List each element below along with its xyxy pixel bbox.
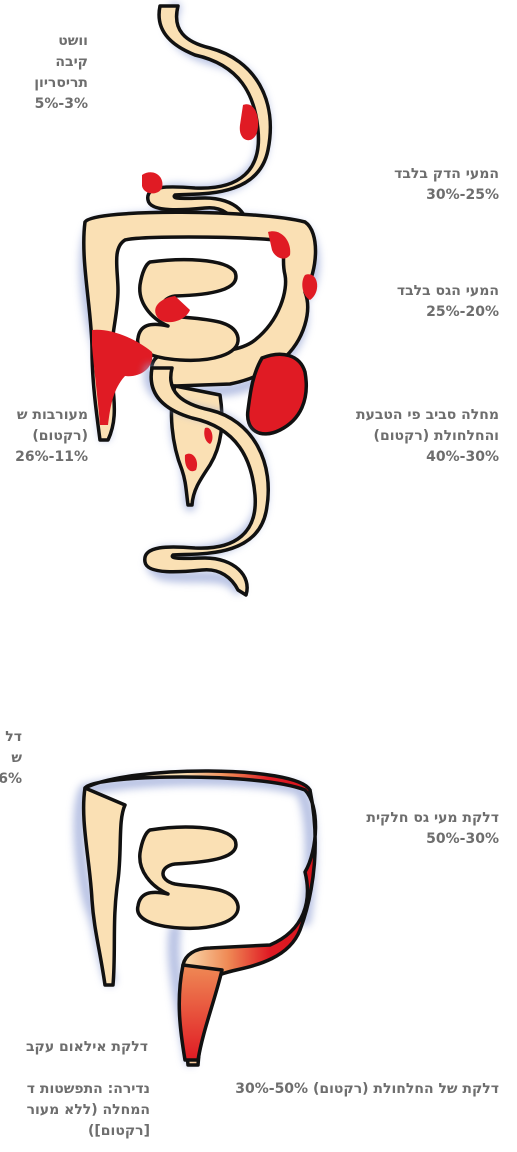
partial-colitis-label: דלקת מעי גס חלקית 50%-30% [366,808,499,850]
left-partial-label-value: 6% [0,769,22,790]
ileum-label: דלקת אילאום עקב [0,1037,148,1058]
proctitis-label: דלקת של החלחולת (רקטום) 50%-30% [235,1079,499,1100]
crohn-figure [84,6,317,505]
proctitis-label-line1: דלקת של החלחולת (רקטום) 50%-30% [235,1079,499,1100]
mixed-label-line2: (רקטום) [0,426,88,447]
stomach-label-line2: קיבה [5,52,88,73]
mixed-label-value: 26%-11% [0,447,88,468]
rare-label-line2: המחלה (ללא מעור [0,1100,150,1121]
stomach-label-line3: תריסריון [5,73,88,94]
large-intestine-label-line1: המעי הגס בלבד [397,281,499,302]
small-intestine-label: המעי הדק בלבד 30%-25% [394,164,499,206]
mixed-label: מעורבות ש (רקטום) 26%-11% [0,405,88,468]
stomach-label-value: 5%-3% [5,94,88,115]
perianal-label-value: 40%-30% [356,447,499,468]
perianal-label-line2: והחלחולת (רקטום) [356,426,499,447]
large-intestine-label-value: 25%-20% [397,302,499,323]
rare-label-line1: נדירה: התפשטות ד [0,1079,150,1100]
crohn-duodenum-patch [142,172,162,193]
colitis-rectum [179,965,222,1060]
left-partial-label-line2: ש [0,748,22,769]
small-intestine-label-value: 30%-25% [394,185,499,206]
rare-label: נדירה: התפשטות ד המחלה (ללא מעור [רקטום]… [0,1079,150,1142]
small-intestine-label-line1: המעי הדק בלבד [394,164,499,185]
colitis-ascending [84,788,125,985]
perianal-label-line1: מחלה סביב פי הטבעת [356,405,499,426]
partial-colitis-label-line1: דלקת מעי גס חלקית [366,808,499,829]
stomach-label: וושט קיבה תריסריון 5%-3% [5,31,88,115]
left-partial-label: דל ש 6% [0,727,22,790]
left-partial-label-line1: דל [0,727,22,748]
mixed-label-line1: מעורבות ש [0,405,88,426]
large-intestine-label: המעי הגס בלבד 25%-20% [397,281,499,323]
partial-colitis-label-value: 50%-30% [366,829,499,850]
perianal-label: מחלה סביב פי הטבעת והחלחולת (רקטום) 40%-… [356,405,499,468]
crohn-sigmoid-patch [248,354,307,434]
stomach-label-line1: וושט [5,31,88,52]
rare-label-line3: [רקטום]) [0,1121,150,1142]
ileum-label-line1: דלקת אילאום עקב [0,1037,148,1058]
colitis-small-intestine [138,827,238,928]
